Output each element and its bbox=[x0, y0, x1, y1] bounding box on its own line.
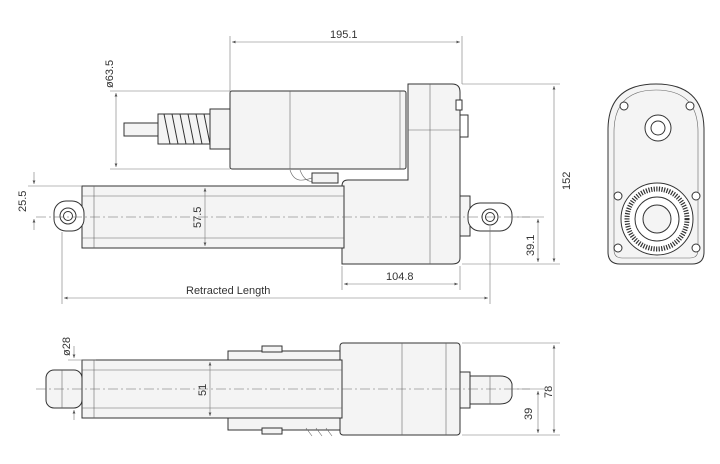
bottom-rear-clevis bbox=[469, 375, 513, 405]
dim-rear-offset: 39.1 bbox=[525, 235, 537, 256]
end-view-gear-ring bbox=[624, 186, 690, 252]
dim-tube-offset: 25.5 bbox=[17, 191, 29, 212]
bottom-view-dimensions: ø28 51 78 39 bbox=[61, 337, 560, 436]
dim-total-height: 152 bbox=[561, 172, 573, 190]
cable-gland bbox=[209, 108, 233, 150]
gearbox-housing bbox=[341, 83, 461, 265]
dim-overall-length: 195.1 bbox=[330, 29, 358, 41]
end-view bbox=[607, 83, 705, 265]
dim-rear-offset-bottom: 39 bbox=[523, 408, 535, 420]
motor-housing bbox=[229, 90, 407, 170]
dim-rod-diameter: ø28 bbox=[61, 337, 73, 356]
dim-body-width-bottom: 78 bbox=[543, 386, 555, 398]
dim-gearbox-width: 104.8 bbox=[386, 271, 414, 283]
dim-tube-height: 57.5 bbox=[192, 207, 204, 228]
top-view-dimensions: 195.1 ø63.5 152 25.5 57.5 104.8 39.1 Ret bbox=[17, 29, 573, 304]
strain-relief-spring bbox=[157, 113, 214, 145]
top-view bbox=[36, 83, 530, 265]
bottom-view bbox=[36, 342, 530, 437]
dim-retracted-length: Retracted Length bbox=[186, 285, 270, 297]
dim-motor-diameter: ø63.5 bbox=[104, 60, 116, 88]
dim-tube-width-bottom: 51 bbox=[197, 384, 209, 396]
motor-cable bbox=[123, 122, 163, 137]
